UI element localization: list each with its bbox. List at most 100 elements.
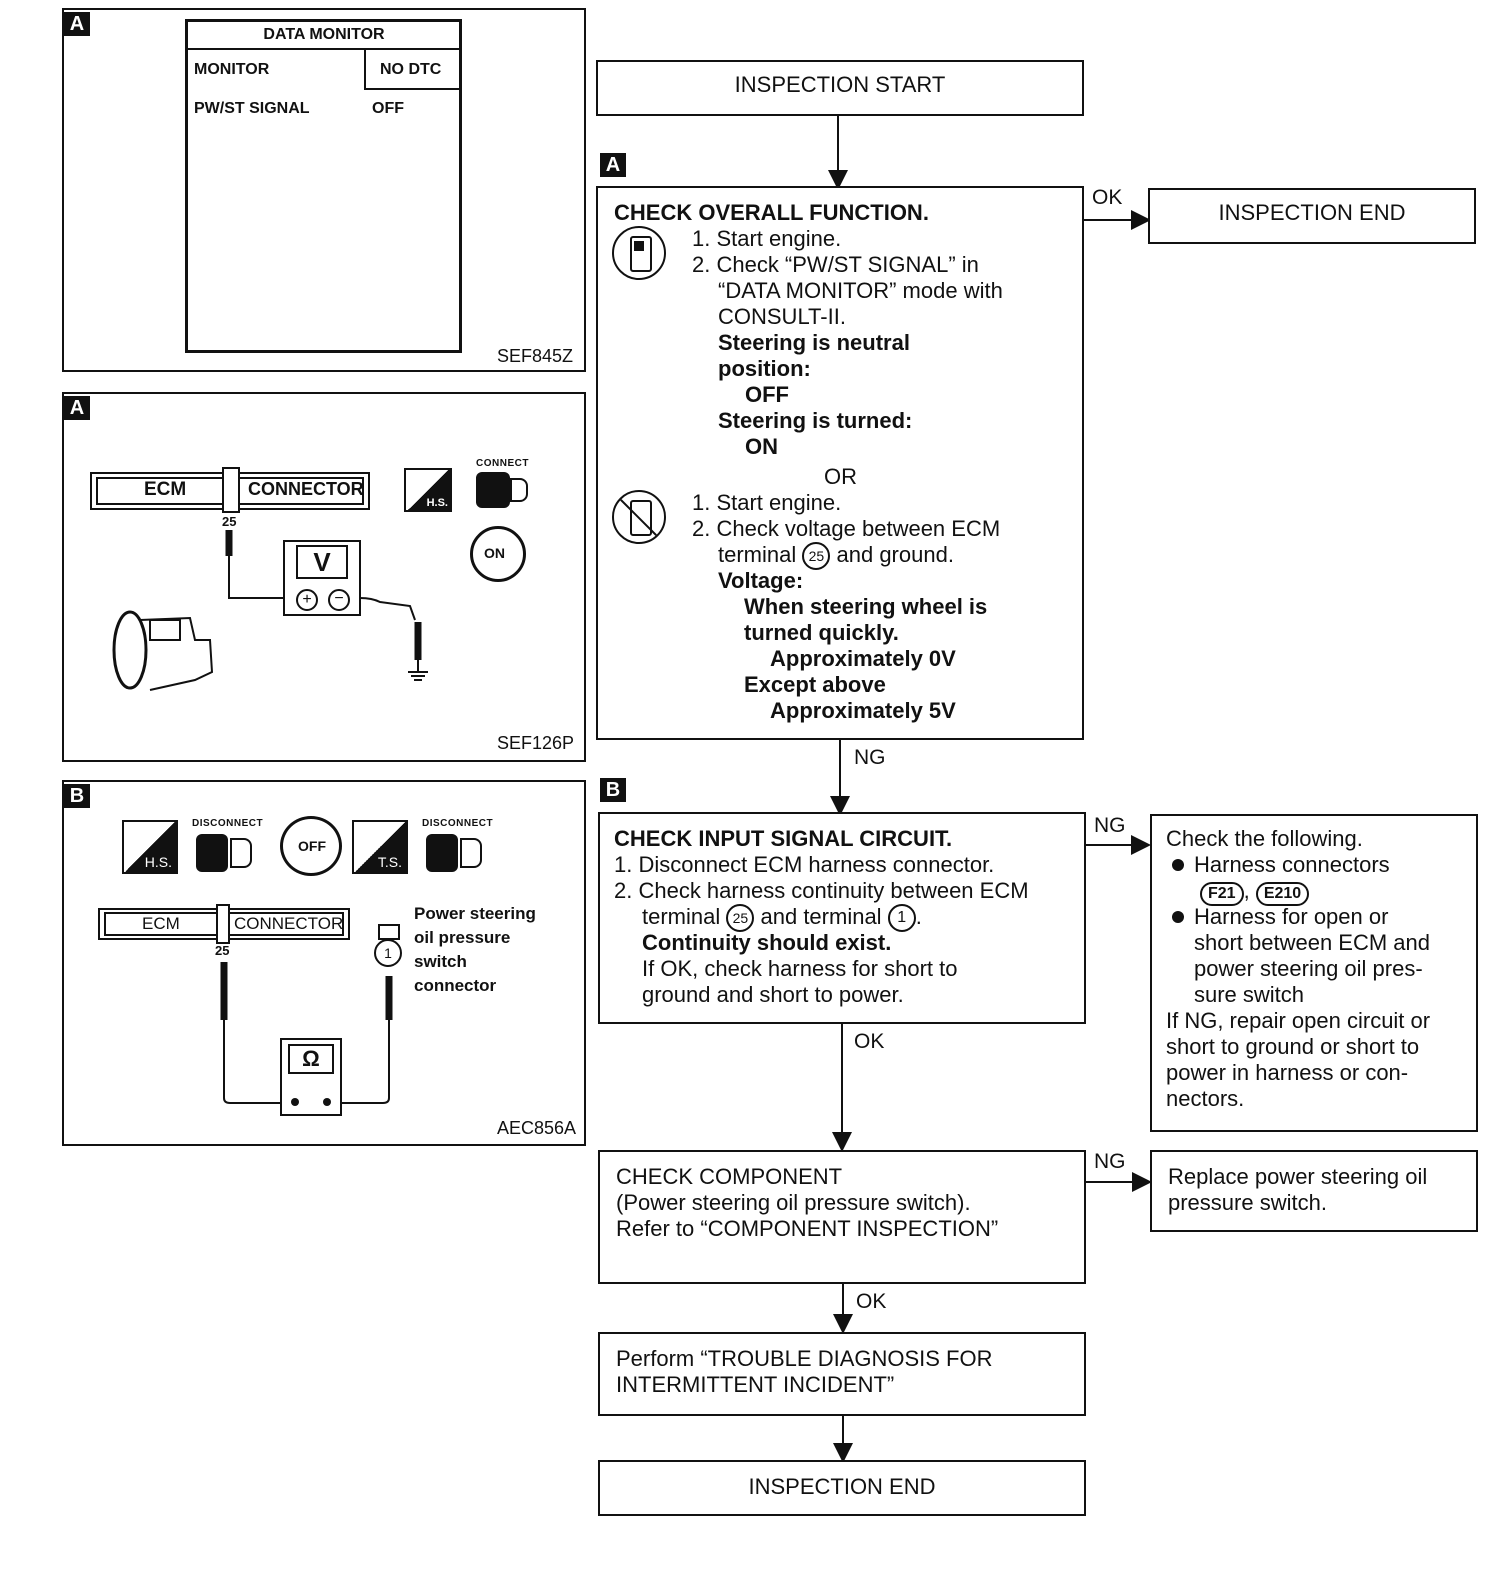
- connector-socket-icon: [230, 838, 252, 868]
- trouble-diagnosis-text-line-2: INTERMITTENT INCIDENT”: [616, 1372, 895, 1397]
- harness-open-short-line-2: short between ECM and: [1194, 930, 1431, 955]
- check-following-box: [1150, 814, 1478, 1132]
- voltage-case-1: When steering wheel is: [744, 594, 988, 619]
- disconnect-label: DISCONNECT: [422, 818, 494, 829]
- terminal-text: terminal: [642, 904, 721, 929]
- check-component-reference: Refer to “COMPONENT INSPECTION”: [616, 1216, 999, 1241]
- hs-label: H.S.: [426, 497, 448, 509]
- if-ng-note: If NG, repair open circuit or: [1166, 1008, 1431, 1033]
- ts-label: T.S.: [377, 854, 402, 870]
- no-consult-icon: [612, 490, 666, 544]
- terminal-25-badge: 25: [802, 542, 831, 571]
- inspection-end-label: INSPECTION END: [1218, 200, 1406, 225]
- connector-plug-icon: [476, 472, 510, 508]
- ok-label: OK: [1092, 186, 1123, 209]
- figure-code: SEF126P: [497, 733, 575, 753]
- step-tag-b: B: [600, 778, 626, 802]
- overall-step-1: 1. Start engine.: [692, 226, 842, 251]
- connector-plug-icon: [426, 834, 458, 872]
- probe-terminal-icon: [323, 1098, 331, 1106]
- figure-code: SEF845Z: [497, 346, 574, 366]
- period-text: .: [915, 904, 922, 929]
- hs-icon: H.S.: [404, 468, 452, 512]
- ignition-key-off-icon: [280, 816, 342, 876]
- voltage-case-1-value: Approximately 0V: [770, 646, 956, 671]
- check-following-title: Check the following.: [1166, 826, 1363, 851]
- pwst-signal-value: OFF: [372, 100, 404, 117]
- tester-step-2-line-2: terminal 25 and ground.: [718, 542, 954, 571]
- steering-neutral-value: OFF: [745, 382, 789, 407]
- ignition-key-on-icon: [470, 526, 526, 582]
- switch-pin-circle: 1: [374, 939, 402, 967]
- panel-tag-a: A: [64, 396, 90, 420]
- check-overall-function-box: [596, 186, 1084, 740]
- input-step-2: 2. Check harness continuity between ECM: [614, 878, 1029, 903]
- replace-switch-text-line-2: pressure switch.: [1168, 1190, 1327, 1215]
- check-component-title: CHECK COMPONENT: [616, 1164, 843, 1189]
- data-monitor-divider: [186, 48, 460, 50]
- voltmeter-display: V: [296, 545, 348, 579]
- bullet-icon: [1172, 859, 1184, 871]
- ecm-label: ECM: [144, 479, 187, 500]
- harness-open-short-line-4: sure switch: [1194, 982, 1305, 1007]
- panel-tag-b: B: [64, 784, 90, 808]
- overall-step-2: 2. Check “PW/ST SIGNAL” in: [692, 252, 979, 277]
- if-ok-note: If OK, check harness for short to: [642, 956, 958, 981]
- connector-codes: F21, E210: [1200, 878, 1310, 906]
- voltage-case-2: Except above: [744, 672, 886, 697]
- check-input-signal-box: [598, 812, 1086, 1024]
- connector-e210-badge: E210: [1255, 882, 1310, 906]
- or-separator: OR: [824, 464, 857, 489]
- ecm-label: ECM: [142, 914, 180, 933]
- voltage-label: Voltage:: [718, 568, 804, 593]
- connect-label: CONNECT: [476, 458, 529, 469]
- harness-connectors-item: Harness connectors: [1194, 852, 1390, 877]
- connector-label: CONNECTOR: [248, 479, 364, 499]
- connector-plug-socket-icon: [510, 478, 528, 502]
- and-terminal-text: and terminal: [760, 904, 882, 929]
- probe-terminal-icon: [291, 1098, 299, 1106]
- ecm-connector-latch: [216, 904, 230, 944]
- figure-code: AEC856A: [497, 1118, 577, 1138]
- pin-number: 25: [215, 943, 230, 958]
- data-monitor-screen: [185, 19, 462, 353]
- hs-label: H.S.: [144, 854, 172, 870]
- continuity-spec: Continuity should exist.: [642, 930, 892, 955]
- if-ng-note-line-2: short to ground or short to: [1166, 1034, 1420, 1059]
- replace-switch-box: [1150, 1150, 1478, 1232]
- terminal-text: terminal: [718, 542, 797, 567]
- input-step-2-line-2: terminal 25 and terminal 1.: [642, 904, 922, 933]
- input-step-1: 1. Disconnect ECM harness connector.: [614, 852, 995, 877]
- ecm-connector-latch: [222, 467, 240, 513]
- disconnect-label: DISCONNECT: [192, 818, 264, 829]
- if-ng-note-line-3: power in harness or con-: [1166, 1060, 1409, 1085]
- terminal-1-badge: 1: [887, 904, 916, 933]
- pwst-signal-label: PW/ST SIGNAL: [194, 100, 310, 117]
- check-component-box: [598, 1150, 1086, 1284]
- if-ng-note-line-4: nectors.: [1166, 1086, 1245, 1111]
- plus-terminal-icon: +: [296, 589, 318, 611]
- trouble-diagnosis-box: [598, 1332, 1086, 1416]
- switch-pin-number: 1: [384, 945, 392, 961]
- ok-label: OK: [856, 1290, 887, 1313]
- switch-label-line: Power steering: [414, 904, 536, 923]
- comma-text: ,: [1243, 878, 1250, 903]
- switch-label-line: oil pressure: [414, 928, 511, 947]
- ng-label: NG: [1094, 1150, 1126, 1173]
- check-input-title: CHECK INPUT SIGNAL CIRCUIT.: [614, 826, 953, 851]
- switch-label: Power steering oil pressure switch conne…: [414, 902, 536, 998]
- data-monitor-divider-2: [364, 88, 460, 90]
- ok-label: OK: [854, 1030, 885, 1053]
- data-monitor-title: DATA MONITOR: [263, 26, 385, 43]
- ignition-off-label: OFF: [298, 838, 326, 854]
- steering-neutral-label-2: position:: [718, 356, 811, 381]
- panel-tag-a: A: [64, 12, 90, 36]
- connector-socket-icon: [460, 838, 482, 868]
- data-monitor-col-divider: [364, 50, 366, 90]
- voltage-case-2-value: Approximately 5V: [770, 698, 956, 723]
- steering-turned-value: ON: [745, 434, 778, 459]
- trouble-diagnosis-text: Perform “TROUBLE DIAGNOSIS FOR: [616, 1346, 993, 1371]
- switch-label-line: switch: [414, 952, 467, 971]
- check-overall-title: CHECK OVERALL FUNCTION.: [614, 200, 929, 225]
